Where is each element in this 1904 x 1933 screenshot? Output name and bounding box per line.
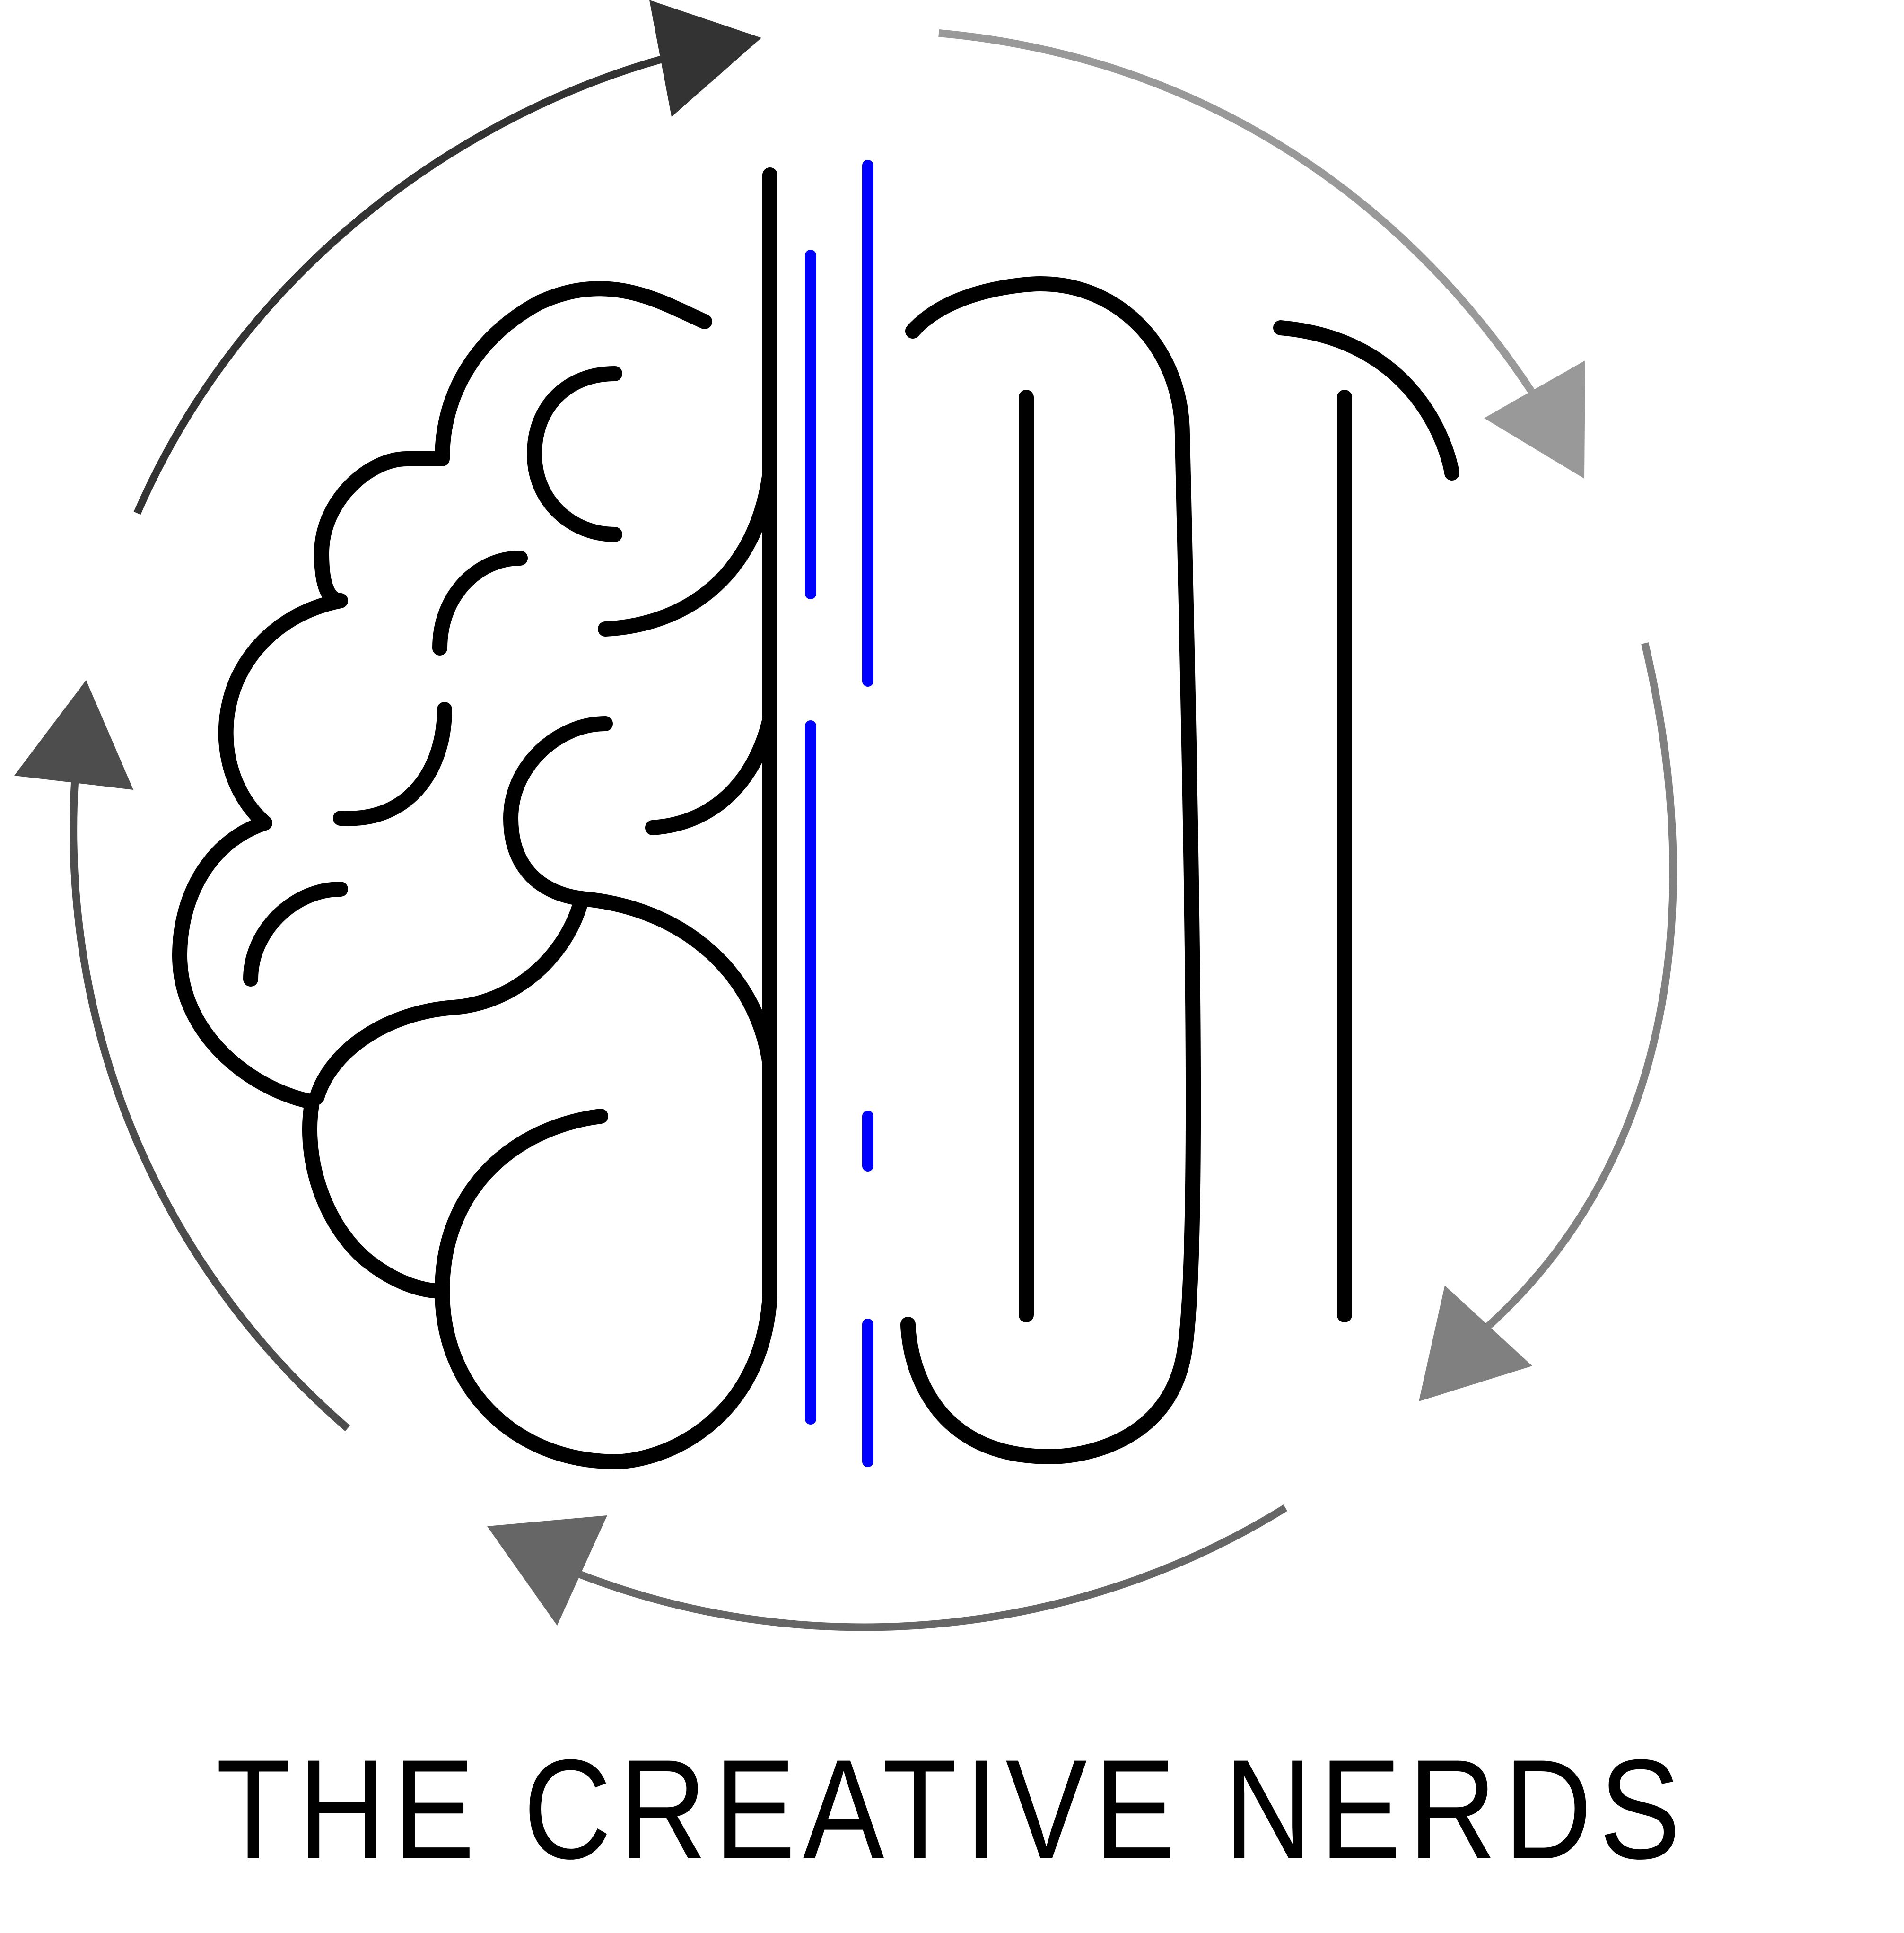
brand-wordmark: THE CREATIVE NERDS [216, 1730, 1688, 1889]
arrow-right-icon [1482, 642, 1677, 1332]
letter-i-icon [1273, 320, 1459, 1322]
cycle-arrows [14, 0, 1677, 1631]
divider-lines [805, 160, 873, 1467]
arrow-left-icon [70, 768, 350, 1432]
brain-icon [172, 167, 777, 1469]
arrow-bottom-icon [556, 1504, 1288, 1631]
arrow-top-right-icon [938, 29, 1536, 395]
letter-d-icon [900, 276, 1201, 1465]
arrow-top-left-icon [133, 55, 664, 515]
